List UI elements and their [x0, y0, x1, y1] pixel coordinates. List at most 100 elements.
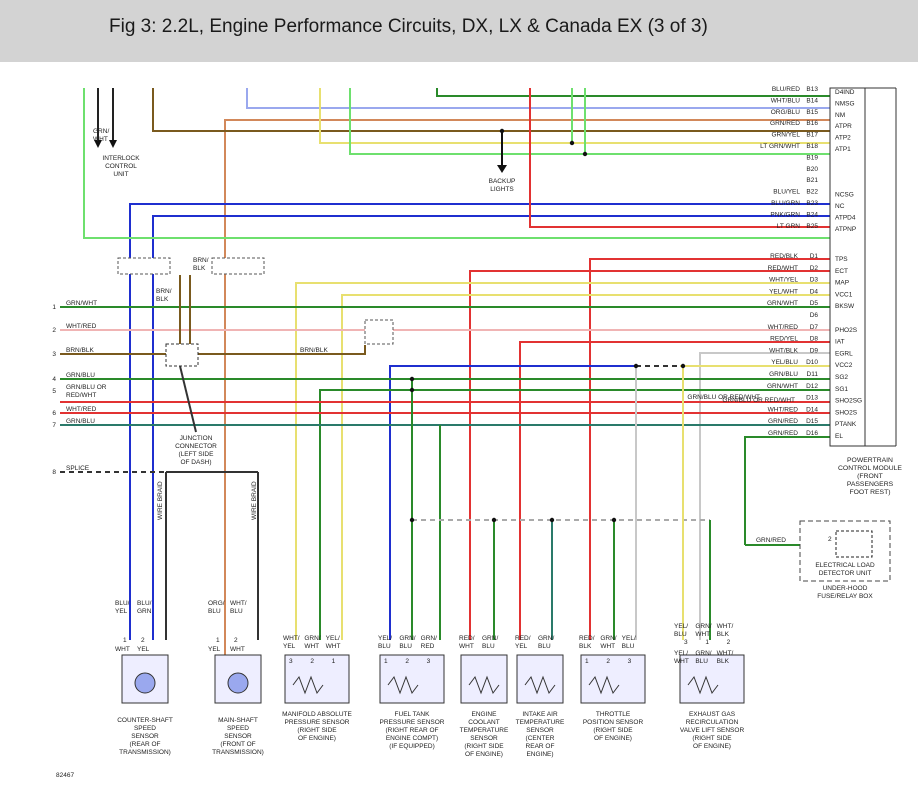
sensor-wire-label: RED	[421, 643, 435, 650]
sensor-name: VALVE LIFT SENSOR	[680, 727, 745, 734]
splice-dot	[409, 517, 415, 523]
pcm-wire-label: GRN/WHT	[767, 383, 798, 390]
sensor-name: ENGINE)	[526, 751, 553, 758]
junction-connector	[165, 343, 199, 367]
sensor-name: TRANSMISSION)	[212, 749, 264, 756]
junction-connector-label: OF DASH)	[180, 459, 211, 466]
sensor-wire-label: YEL/	[622, 635, 636, 642]
pcm-pin-number: D15	[806, 418, 818, 425]
sensor-name: MAIN-SHAFT	[218, 717, 258, 724]
pcm-pin-number: D14	[806, 406, 818, 413]
wire-red-blk-d1	[589, 258, 830, 640]
pcm-pin-name: VCC1	[835, 291, 853, 298]
wire-pnk-grn-b24	[529, 88, 830, 228]
sensor-name: SENSOR	[224, 733, 252, 740]
line-number: 5	[52, 388, 56, 395]
sensor-resistor-icon	[588, 675, 620, 695]
sensor-wire-label: GRN/	[482, 635, 498, 642]
wire-red-wht-d2	[469, 270, 830, 640]
line-label: GRN/BLU OR	[66, 384, 107, 391]
line-number: 7	[52, 422, 56, 429]
pcm-pin-number: B25	[806, 223, 818, 230]
pcm-pin-name: SG2	[835, 374, 848, 381]
sensor-name: (RIGHT REAR OF	[386, 727, 439, 734]
sensor-wire-label: RED/	[515, 635, 531, 642]
pcm-title: FOOT REST)	[849, 489, 890, 496]
sensor-resistor-icon	[524, 675, 556, 695]
sensor-name: RECIRCULATION	[686, 719, 739, 726]
pcm-pin-name: EGRL	[835, 350, 853, 357]
sensor-wire-label: BLU/	[115, 600, 130, 607]
wire-blu-red-b13	[436, 88, 830, 97]
interlock-control-unit-label: INTERLOCK	[102, 155, 140, 162]
fuse-box-label: FUSE/RELAY BOX	[817, 593, 873, 600]
pcm-wire-label: LT GRN/WHT	[760, 143, 800, 150]
splice-dot	[582, 151, 588, 157]
sensor-wire-label: GRN/	[600, 635, 616, 642]
figure-title: Fig 3: 2.2L, Engine Performance Circuits…	[109, 16, 708, 37]
sensor-body	[284, 654, 350, 704]
sensor-resistor-icon	[292, 675, 324, 695]
pcm-title: (FRONT	[857, 473, 883, 480]
pcm-pin-name: NMSG	[835, 100, 855, 107]
sensor-pin: 2	[727, 639, 731, 646]
wire-label: GRN/RED	[756, 537, 786, 544]
sensor-name: (IF EQUIPPED)	[389, 743, 435, 750]
pcm-pin-number: B18	[806, 143, 818, 150]
splice-dot	[409, 387, 415, 393]
sensor-wire-label: GRN/	[538, 635, 554, 642]
sensor-wire-label: BLU	[622, 643, 635, 650]
sensor-pin: 3	[684, 639, 688, 646]
sensor-wire-label: WHT	[115, 646, 130, 653]
sensor-pin: 1	[332, 658, 336, 665]
sensor-wire-label: GRN/	[695, 650, 711, 657]
sensor-wire-label: WHT	[304, 643, 319, 650]
sensor-wire-label: WHT	[230, 646, 245, 653]
eld-label: ELECTRICAL LOAD	[815, 562, 875, 569]
line-number: 8	[52, 469, 56, 476]
pcm-wire-label: GRN/WHT	[767, 300, 798, 307]
splice-dot	[409, 376, 415, 382]
wire-ltgrn-b25	[83, 88, 830, 239]
pcm-pin-name: ECT	[835, 268, 848, 275]
wire-grn-wht-d12	[319, 389, 830, 640]
sensor-wire-label: WHT	[326, 643, 341, 650]
sensor-name: PRESSURE SENSOR	[379, 719, 444, 726]
pcm-wire-label: GRN/YEL	[771, 132, 800, 139]
pcm-pin-name: NM	[835, 112, 845, 119]
sensor-wire-label: RED/	[459, 635, 475, 642]
sensor-body	[460, 654, 508, 704]
sensor-name: (RIGHT SIDE	[692, 735, 732, 742]
sensor-pin: 1	[384, 658, 388, 665]
connector-shield-1	[117, 257, 171, 275]
pcm-pin-number: D13	[806, 395, 818, 402]
pcm-wire-label: YEL/BLU	[771, 359, 798, 366]
sensor-pin: 2	[141, 637, 145, 644]
wire-blu-grn-b23	[152, 215, 830, 640]
sensor-wire-label: BLK	[717, 658, 730, 665]
pcm-pin-number: B24	[806, 211, 818, 218]
eld-inner	[835, 530, 873, 558]
sensor-wire-label: YEL/	[674, 650, 688, 657]
wire-wht-yel-d3	[295, 282, 830, 640]
figure-header: Fig 3: 2.2L, Engine Performance Circuits…	[0, 0, 918, 62]
connector-shield-2	[211, 257, 265, 275]
sensor-pin: 2	[606, 658, 610, 665]
interlock-arrow-1	[94, 140, 102, 148]
sensor-wire-label: YEL/	[326, 635, 340, 642]
sensor-name: (REAR OF	[129, 741, 160, 748]
wire-grn-red-d16	[744, 436, 830, 545]
sensor-pin: 3	[427, 658, 431, 665]
sensor-pin: 1	[585, 658, 589, 665]
sensor-wire-label: BLK	[579, 643, 592, 650]
sensor-icon	[227, 672, 249, 694]
figure-number: 82467	[56, 772, 74, 779]
sensor-name: SENSOR	[131, 733, 159, 740]
pcm-wire-label: YEL/WHT	[769, 288, 798, 295]
sensor-wire-label: GRN/	[421, 635, 437, 642]
pcm-wire-label: BLU/YEL	[773, 189, 800, 196]
pcm-pin-name: VCC2	[835, 362, 853, 369]
sensor-wire-label: WHT/	[283, 635, 300, 642]
eld-pin: 2	[828, 536, 832, 543]
